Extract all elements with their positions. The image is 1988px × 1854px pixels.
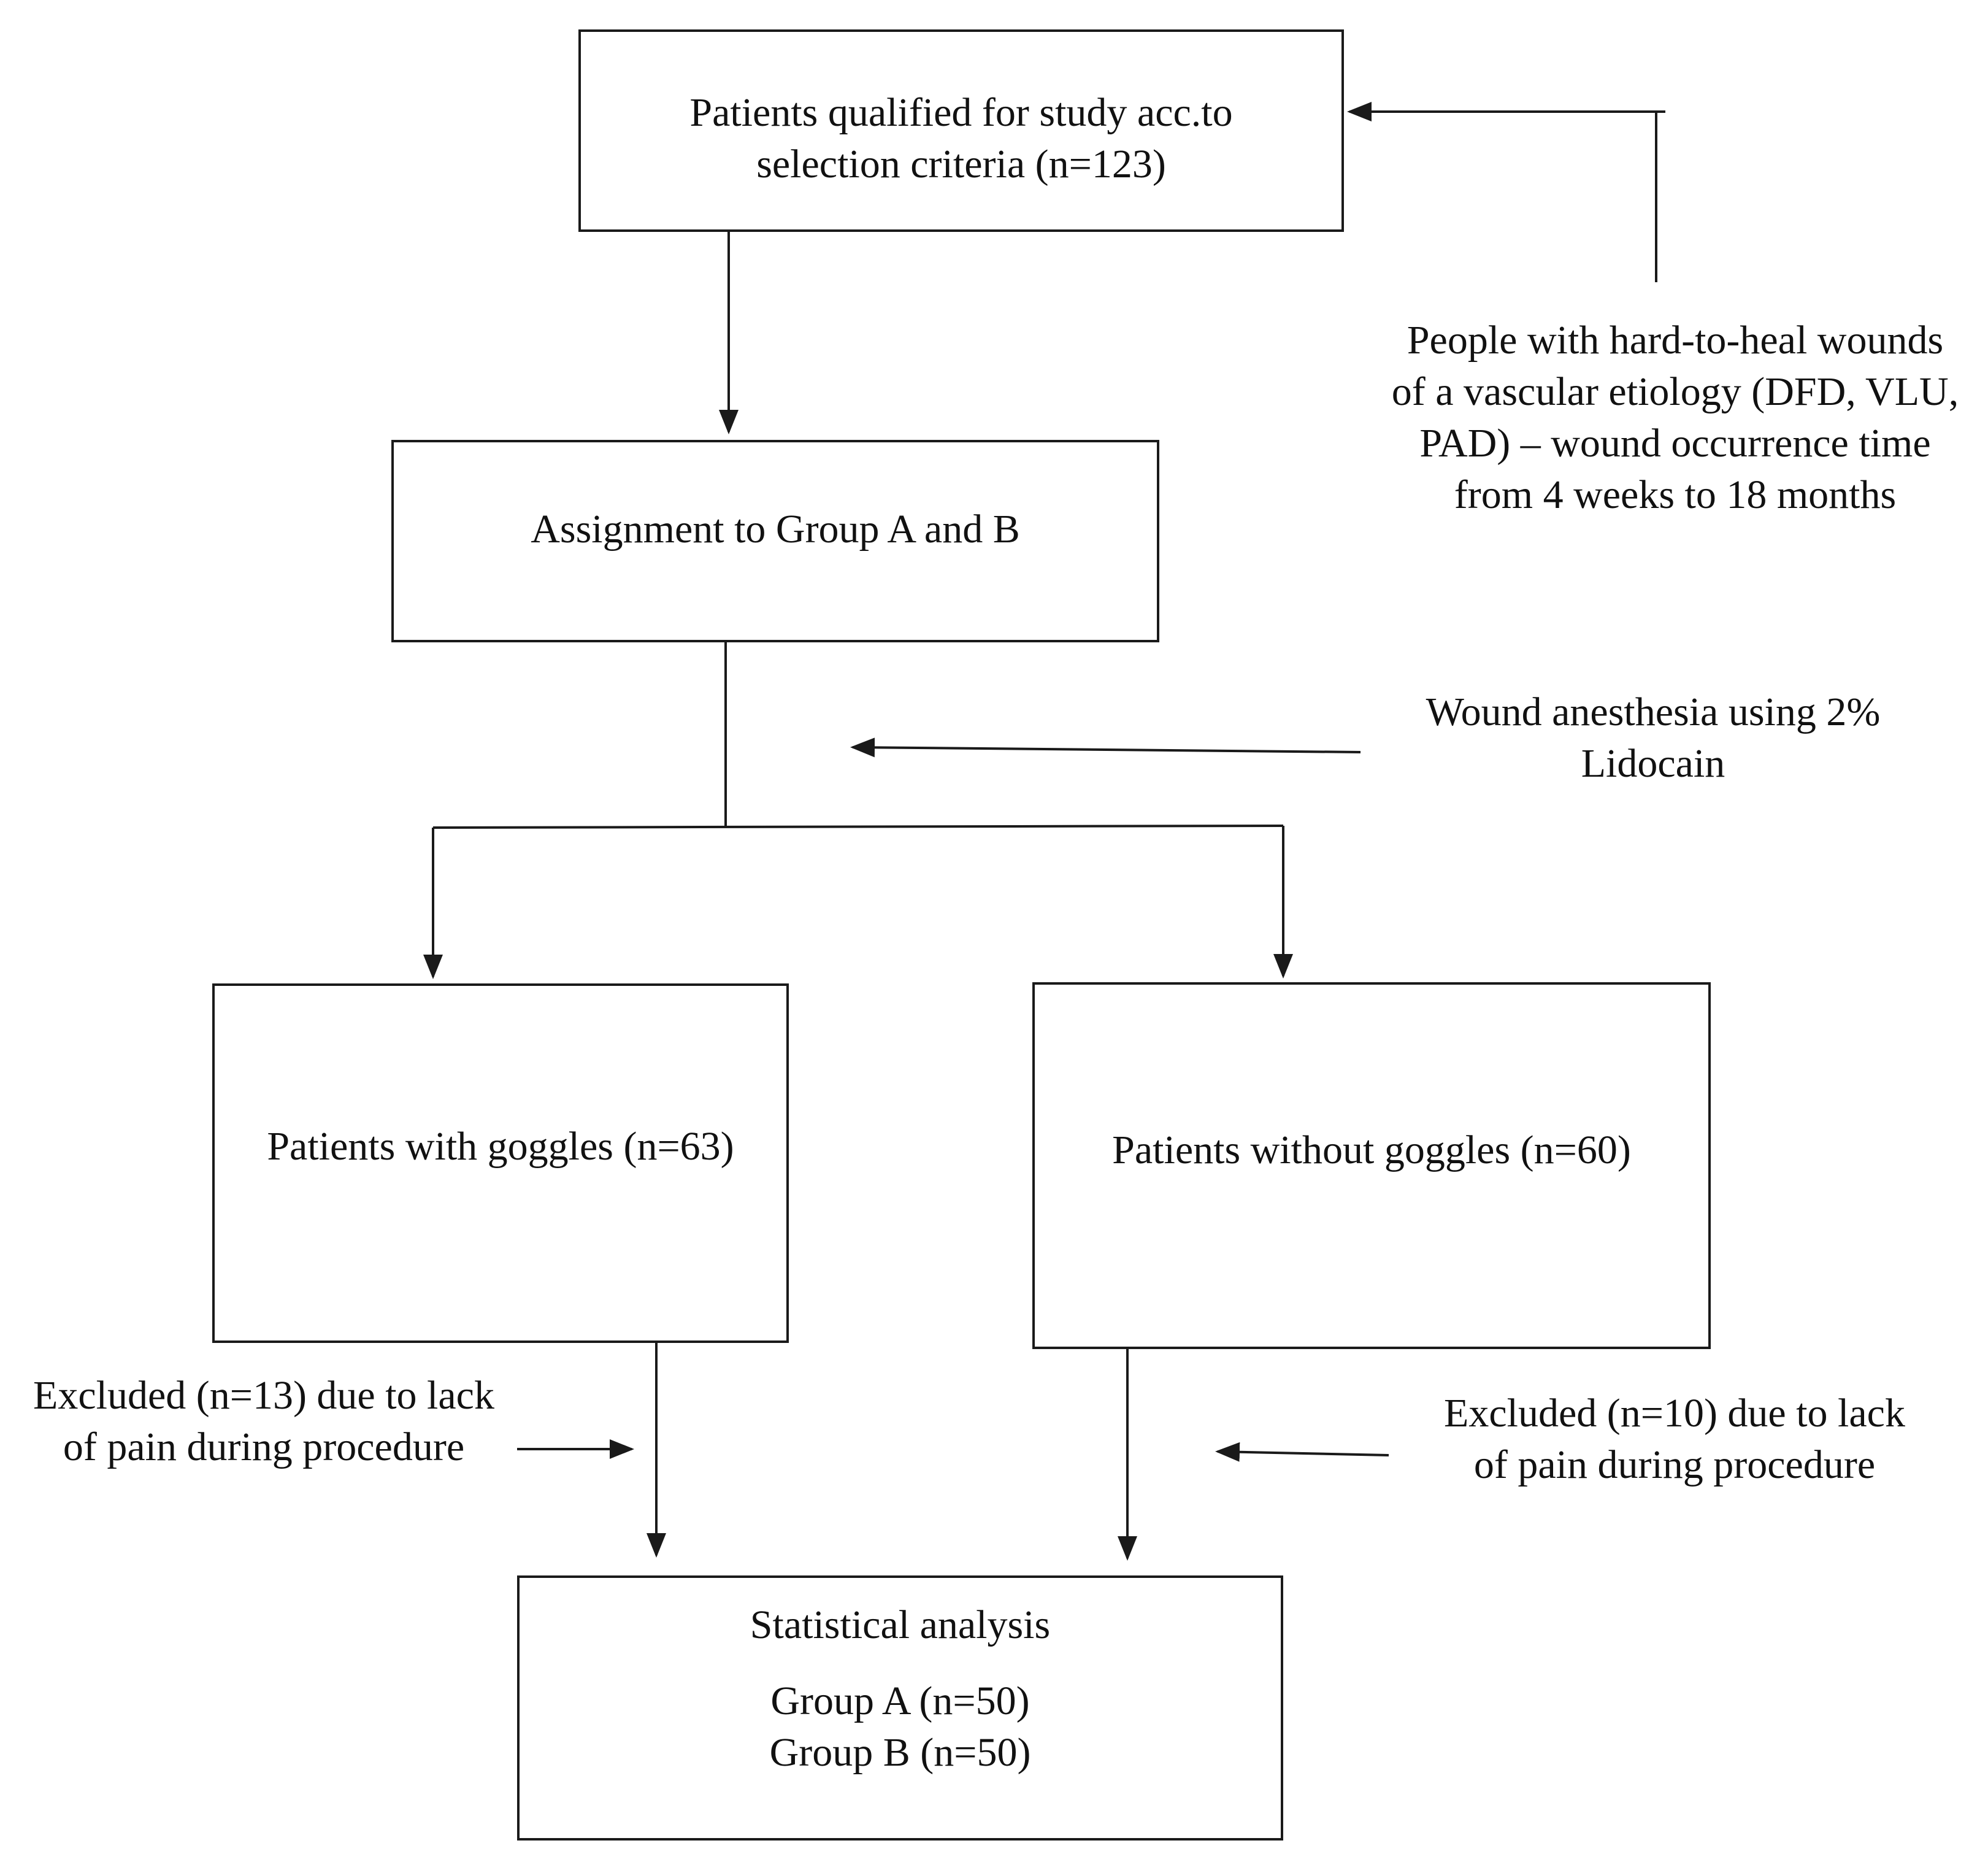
note-people-line-3: PAD) – wound occurrence time bbox=[1419, 421, 1931, 466]
without-goggles-box: Patients without goggles (n=60) bbox=[1032, 982, 1711, 1349]
assignment-box: Assignment to Group A and B bbox=[391, 440, 1159, 642]
note-anesthesia-line-1: Wound anesthesia using 2% bbox=[1426, 690, 1881, 734]
note-anesthesia-line-2: Lidocain bbox=[1581, 741, 1725, 786]
analysis-group-b: Group B (n=50) bbox=[769, 1730, 1031, 1775]
note-excluded-b-line-2: of pain during procedure bbox=[1473, 1442, 1876, 1487]
note-anesthesia: Wound anesthesia using 2% Lidocain bbox=[1392, 687, 1914, 790]
statistical-analysis-box: Statistical analysis Group A (n=50) Grou… bbox=[517, 1575, 1283, 1841]
with-goggles-label: Patients with goggles (n=63) bbox=[267, 1124, 734, 1169]
note-people-line-4: from 4 weeks to 18 months bbox=[1454, 472, 1897, 517]
note-excluded-b-line-1: Excluded (n=10) due to lack bbox=[1444, 1391, 1905, 1436]
note-excluded-a-line-2: of pain during procedure bbox=[63, 1425, 465, 1469]
qualified-line-1: Patients qualified for study acc.to bbox=[689, 90, 1233, 135]
assignment-label: Assignment to Group A and B bbox=[531, 507, 1020, 552]
analysis-groups: Group A (n=50) Group B (n=50) bbox=[520, 1675, 1281, 1779]
analysis-title: Statistical analysis bbox=[750, 1602, 1051, 1647]
note-excluded-group-a: Excluded (n=13) due to lack of pain duri… bbox=[0, 1370, 528, 1473]
arrow-excluded-b bbox=[1215, 1442, 1389, 1462]
note-people-line-2: of a vascular etiology (DFD, VLU, bbox=[1391, 369, 1959, 414]
without-goggles-label: Patients without goggles (n=60) bbox=[1112, 1128, 1631, 1172]
note-excluded-a-line-1: Excluded (n=13) due to lack bbox=[33, 1373, 494, 1418]
note-people-wounds: People with hard-to-heal wounds of a vas… bbox=[1362, 315, 1988, 521]
arrow-anesthesia bbox=[850, 737, 1361, 758]
analysis-group-a: Group A (n=50) bbox=[770, 1679, 1030, 1723]
note-people-line-1: People with hard-to-heal wounds bbox=[1407, 318, 1944, 363]
connector-split-horizontal bbox=[432, 825, 1284, 829]
qualified-line-2: selection criteria (n=123) bbox=[756, 142, 1166, 187]
note-excluded-group-b: Excluded (n=10) due to lack of pain duri… bbox=[1411, 1388, 1938, 1491]
with-goggles-box: Patients with goggles (n=63) bbox=[212, 983, 789, 1343]
qualified-patients-box: Patients qualified for study acc.to sele… bbox=[578, 29, 1344, 232]
